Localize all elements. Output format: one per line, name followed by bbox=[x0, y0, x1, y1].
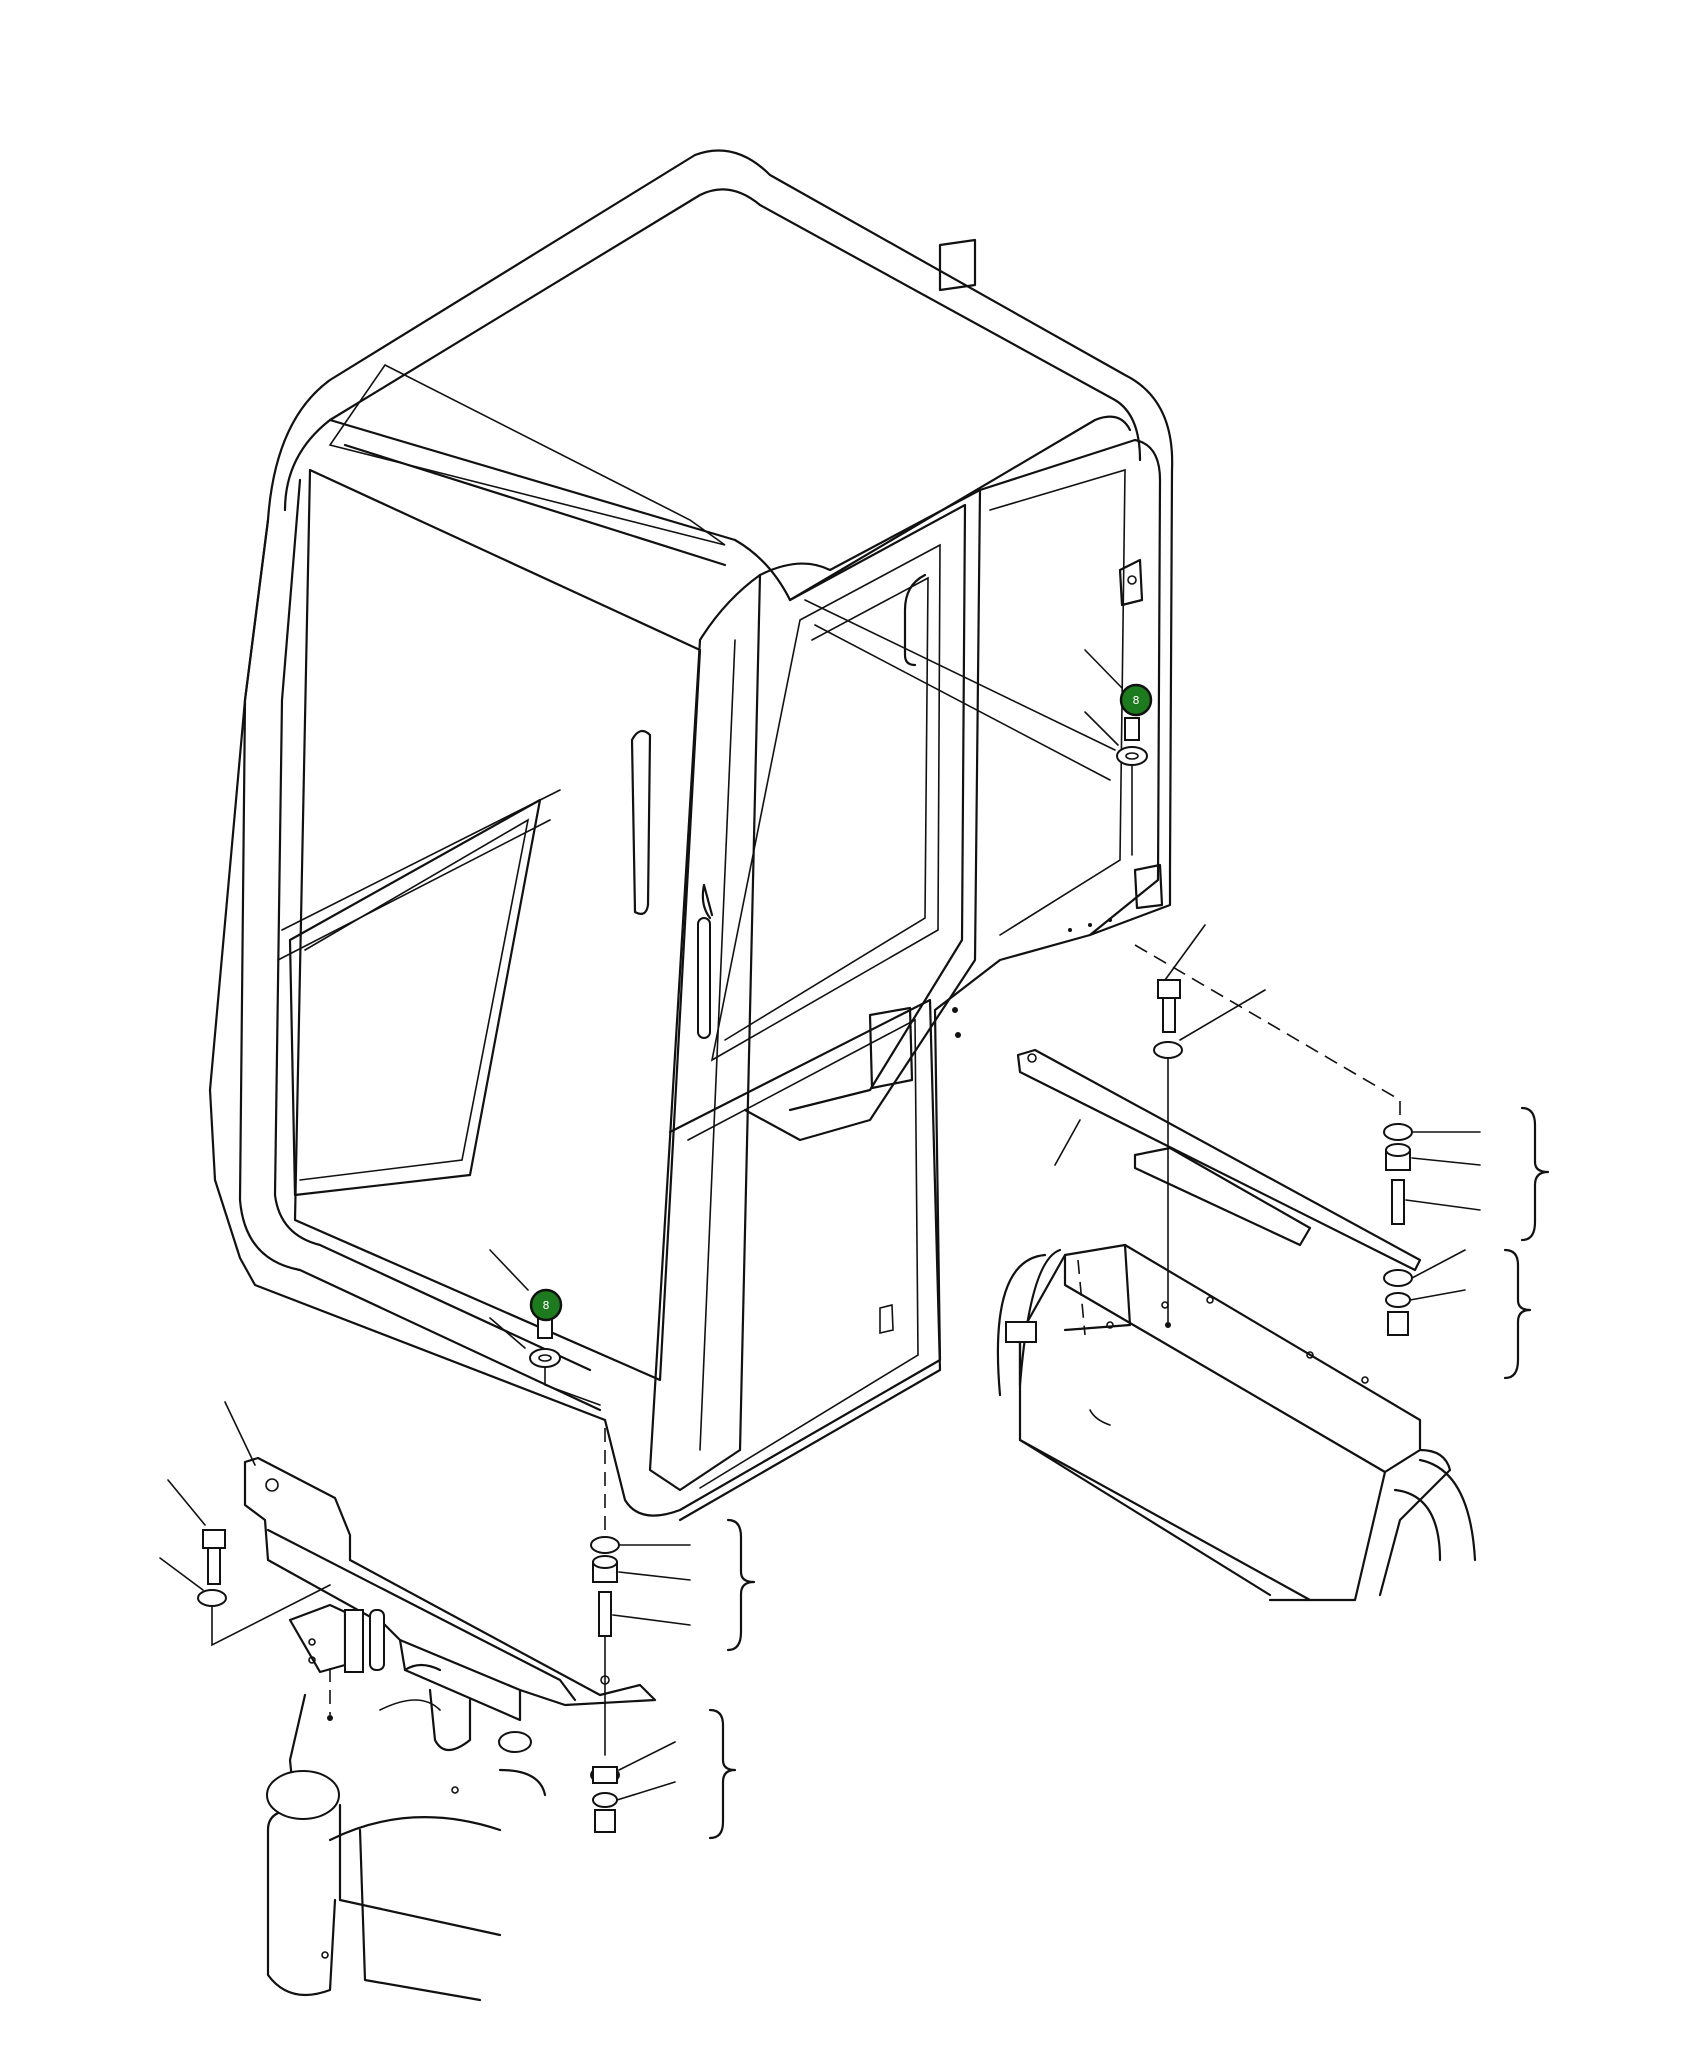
channel-holes bbox=[1106, 1296, 1369, 1384]
right-mount-hardware bbox=[1016, 924, 1550, 1380]
callout-upper-label: 8 bbox=[1133, 694, 1140, 707]
cab-frame bbox=[208, 149, 1174, 1522]
callout-upper[interactable]: 8 bbox=[1119, 683, 1153, 717]
left-base-frame bbox=[266, 1603, 547, 2002]
right-base-channel bbox=[996, 1243, 1477, 1602]
lower-bolt-assembly bbox=[489, 1249, 601, 1406]
rivet-dots bbox=[952, 918, 1112, 1038]
callout-lower-label: 8 bbox=[543, 1299, 550, 1312]
upper-bolt-assembly bbox=[1084, 649, 1148, 856]
left-mount-hardware bbox=[159, 1401, 756, 1840]
callout-lower[interactable]: 8 bbox=[529, 1288, 563, 1322]
